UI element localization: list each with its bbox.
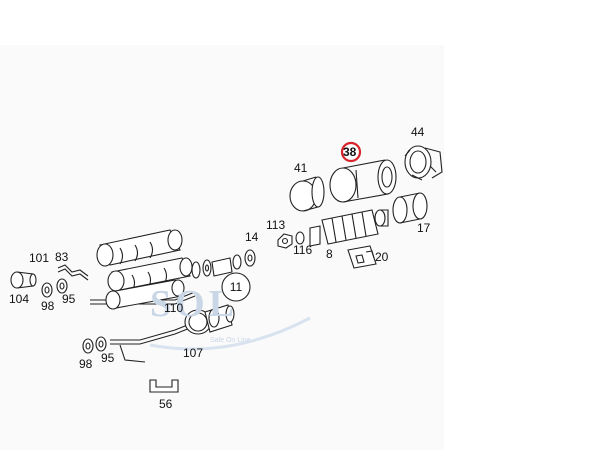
part-label-8[interactable]: 8	[326, 247, 333, 261]
part-label-56[interactable]: 56	[159, 397, 173, 411]
washer-116-drawing	[295, 231, 305, 245]
nut-113-drawing	[277, 233, 293, 249]
part-label-110[interactable]: 110	[164, 301, 184, 315]
part-label-98-lower[interactable]: 98	[79, 357, 93, 371]
washer-98-lower	[82, 338, 94, 354]
bolt-104-drawing	[10, 271, 37, 289]
highlight-circle-38	[340, 141, 362, 163]
ring-41-drawing	[289, 176, 325, 212]
filter-107-drawing	[184, 304, 235, 335]
part-label-14[interactable]: 14	[245, 230, 259, 244]
insulator-17-drawing	[392, 192, 428, 224]
watermark-logo: SOL	[150, 283, 239, 325]
part-label-20[interactable]: 20	[375, 250, 389, 264]
washer-98-upper	[41, 282, 53, 298]
pump-8-drawing	[309, 209, 389, 247]
washers-row	[191, 249, 256, 279]
part-label-113[interactable]: 113	[266, 218, 286, 232]
line-83	[57, 264, 89, 281]
part-label-116[interactable]: 116	[293, 243, 313, 257]
pump-assembly-left	[96, 229, 193, 310]
washer-95-upper	[56, 278, 68, 294]
watermark-tagline: Sale On Line	[210, 337, 251, 344]
part-label-95-lower[interactable]: 95	[101, 351, 115, 365]
bracket-56-drawing	[149, 379, 179, 393]
part-label-98-upper[interactable]: 98	[41, 299, 55, 313]
part-label-38-highlighted[interactable]: 38	[343, 145, 357, 159]
callout-circle-11	[221, 272, 251, 302]
part-44-drawing	[404, 145, 443, 181]
watermark-swoosh	[149, 316, 311, 351]
part-label-83[interactable]: 83	[55, 250, 69, 264]
part-label-41[interactable]: 41	[294, 161, 308, 175]
part-label-101[interactable]: 101	[29, 251, 50, 265]
part-label-104[interactable]: 104	[9, 292, 30, 306]
bracket-20-drawing	[347, 245, 377, 269]
part-label-95-upper[interactable]: 95	[62, 292, 76, 306]
part-label-107[interactable]: 107	[183, 346, 204, 360]
washer-95-lower	[95, 336, 107, 352]
part-label-44[interactable]: 44	[411, 125, 425, 139]
fuel-pump-38-drawing	[329, 159, 397, 203]
part-label-17[interactable]: 17	[417, 221, 431, 235]
part-label-11[interactable]: 11	[229, 280, 243, 294]
